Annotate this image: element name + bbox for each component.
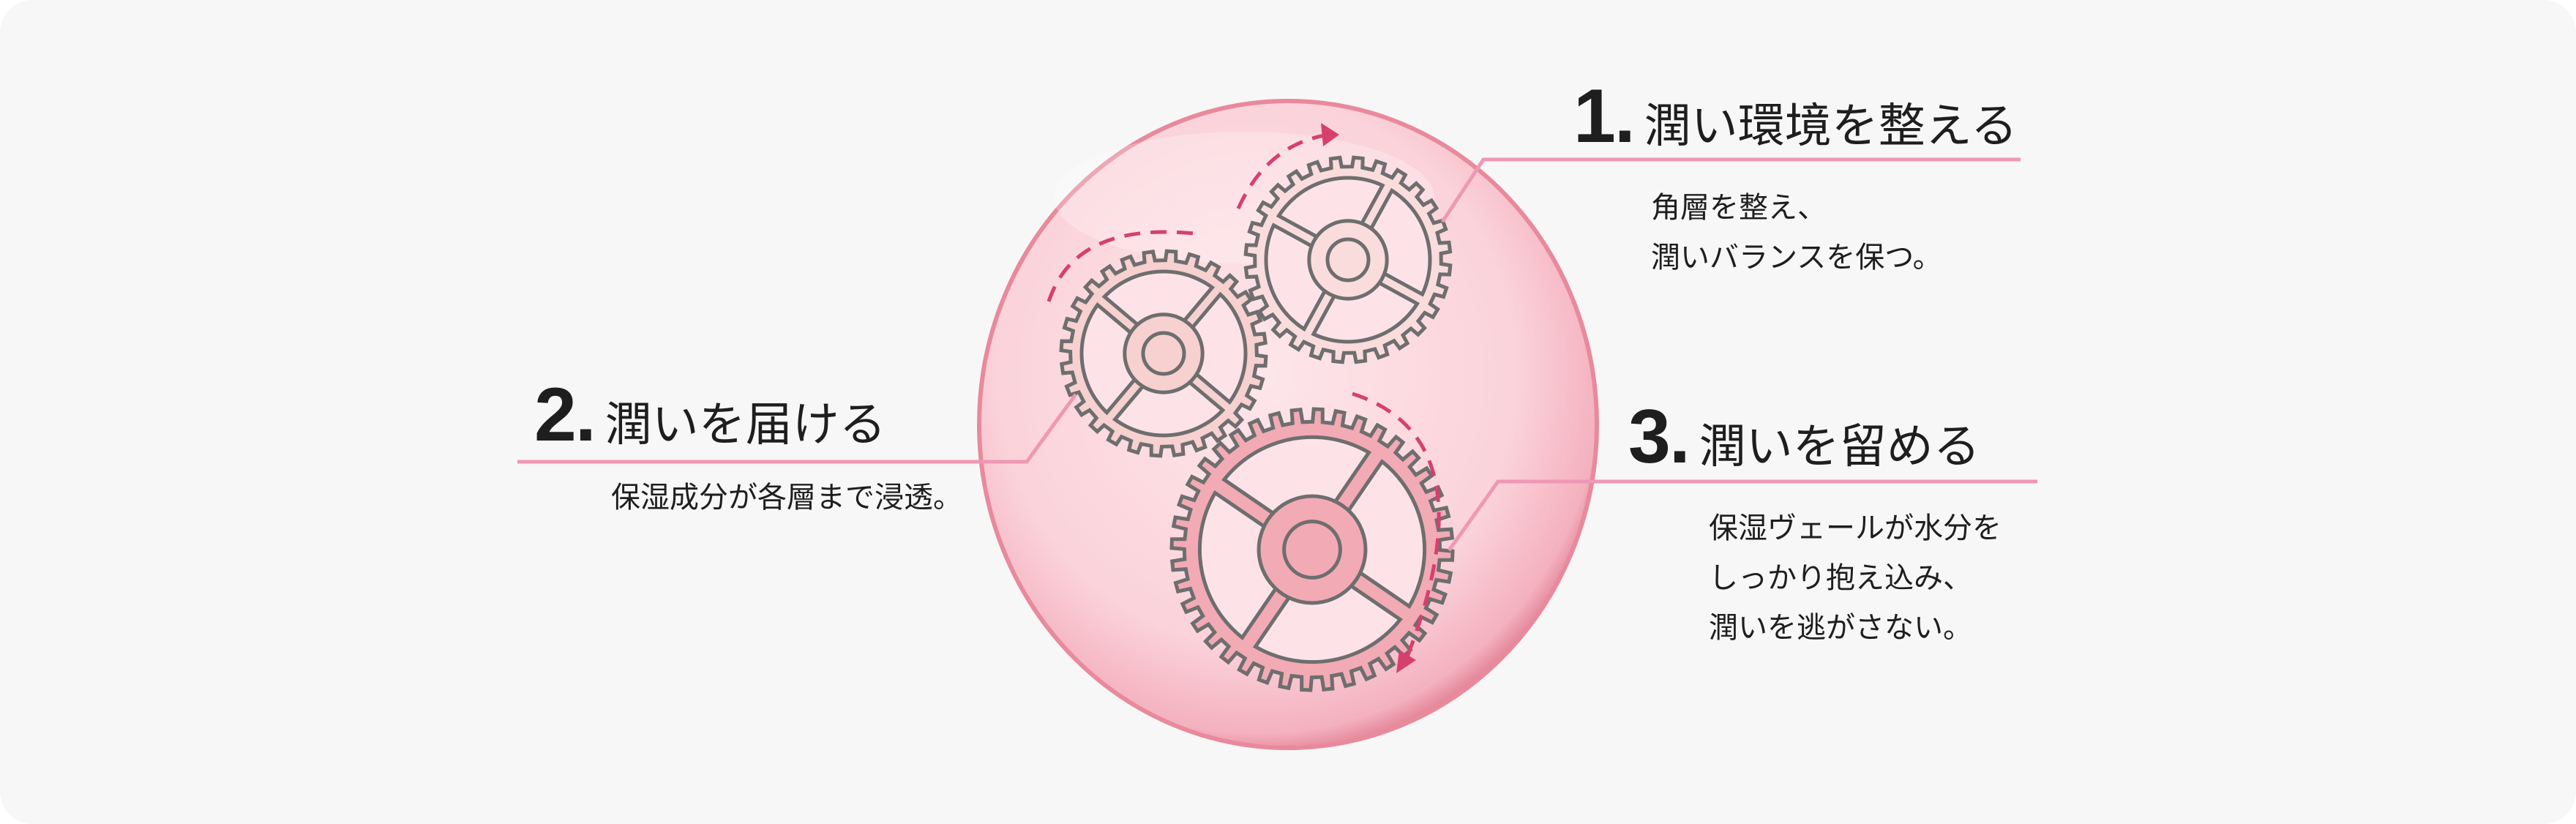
point-2-desc-line: 保湿成分が各層まで浸透。 <box>611 481 962 514</box>
point-1-number: 1. <box>1573 74 1636 159</box>
point-1-heading: 1. 潤い環境を整える <box>1573 73 2018 160</box>
rotation-arrow-top-head <box>1321 123 1339 146</box>
point-3-description: 保湿ヴェールが水分を しっかり抱え込み、 潤いを逃がさない。 <box>1709 503 2002 653</box>
point-2-description: 保湿成分が各層まで浸透。 <box>611 473 962 523</box>
leader-line-3 <box>1447 479 2037 552</box>
gear-left <box>1059 249 1268 458</box>
gear-top-right <box>1243 155 1453 364</box>
point-1-desc-line: 角層を整え、 <box>1651 191 1827 225</box>
leader-line-1 <box>1440 157 2021 223</box>
rotation-arrow-left <box>1046 230 1201 302</box>
rotation-arrow-large-head <box>1396 650 1416 673</box>
point-3-desc-line: 潤いを逃がさない。 <box>1709 611 1972 645</box>
rotation-arrow-top <box>1236 133 1325 210</box>
gear-axle <box>1282 520 1342 580</box>
gear-large <box>1169 407 1455 692</box>
point-3-desc-line: 保湿ヴェールが水分を <box>1709 512 2002 545</box>
point-2-number: 2. <box>534 372 596 457</box>
rotation-arrow-large <box>1352 392 1441 663</box>
point-3-title: 潤いを留める <box>1699 420 1980 474</box>
gear-axle <box>1325 237 1371 282</box>
point-1-description: 角層を整え、 潤いバランスを保つ。 <box>1651 183 1942 282</box>
point-2-heading: 2. 潤いを届ける <box>534 372 886 459</box>
point-1-title: 潤い環境を整える <box>1644 100 2018 154</box>
leader-line-2 <box>517 393 1078 464</box>
point-2-title: 潤いを届ける <box>604 398 886 452</box>
point-3-heading: 3. 潤いを留める <box>1628 394 1980 481</box>
point-1-desc-line: 潤いバランスを保つ。 <box>1651 241 1942 274</box>
point-3-number: 3. <box>1628 394 1690 479</box>
point-3-desc-line: しっかり抱え込み、 <box>1709 561 1972 595</box>
gear-axle <box>1141 331 1186 376</box>
